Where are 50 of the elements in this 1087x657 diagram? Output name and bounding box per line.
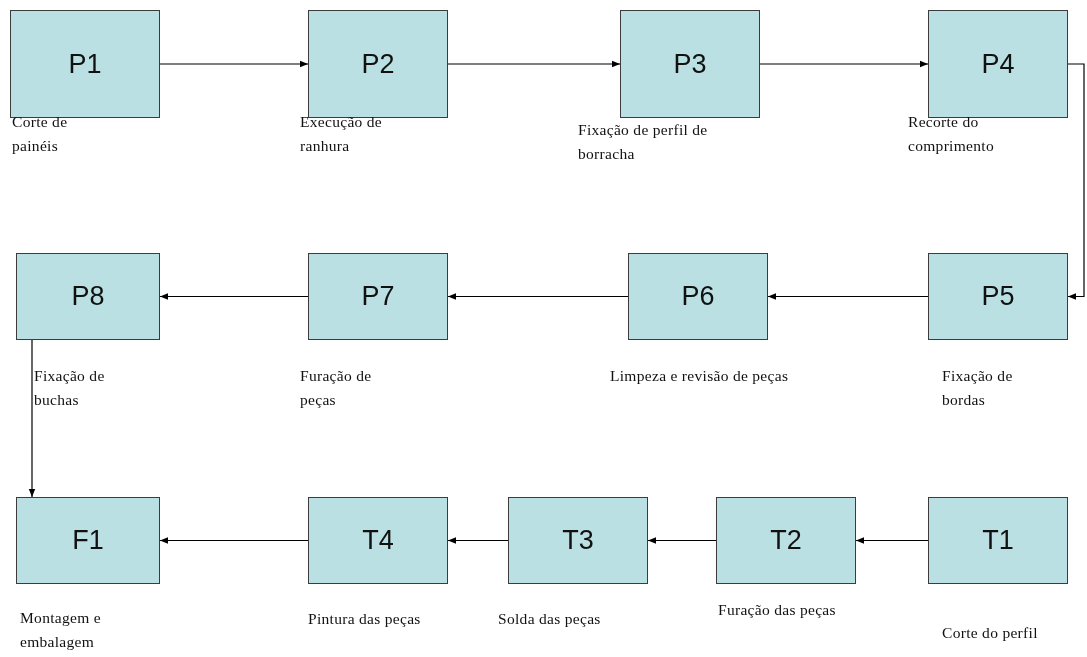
step-description: Furação das peças — [718, 600, 837, 620]
step-description: Furação de peças — [300, 366, 373, 410]
step-code: P4 — [981, 48, 1015, 80]
step-description: Corte do perfil — [942, 623, 1039, 643]
process-box — [620, 10, 760, 118]
arrow — [159, 293, 309, 300]
step-description: Montagem e embalagem — [20, 608, 102, 652]
step-code: T4 — [362, 525, 394, 556]
arrow — [759, 60, 929, 68]
step-description: Recorte do comprimento — [908, 112, 995, 156]
process-box — [16, 497, 160, 584]
step-code: T3 — [562, 525, 594, 556]
step-code: P8 — [71, 281, 105, 312]
process-box — [716, 497, 856, 584]
arrow — [647, 537, 717, 544]
step-code: P1 — [68, 48, 102, 80]
process-box — [10, 10, 160, 118]
step-code: P2 — [361, 48, 395, 80]
arrow — [447, 60, 621, 68]
step-description: Fixação de bordas — [942, 366, 1014, 410]
arrow — [447, 537, 509, 544]
process-box — [628, 253, 768, 340]
arrow — [767, 293, 929, 300]
step-code: F1 — [72, 525, 104, 556]
arrow — [28, 339, 36, 498]
step-description: Fixação de buchas — [34, 366, 106, 410]
process-box — [928, 10, 1068, 118]
process-box — [928, 253, 1068, 340]
arrow — [159, 537, 309, 544]
step-code: T2 — [770, 525, 802, 556]
step-description: Solda das peças — [498, 609, 602, 629]
step-code: T1 — [982, 525, 1014, 556]
process-box — [16, 253, 160, 340]
arrow — [159, 60, 309, 68]
process-box — [928, 497, 1068, 584]
process-box — [508, 497, 648, 584]
step-description: Fixação de perfil de borracha — [578, 120, 709, 164]
step-code: P3 — [673, 48, 707, 80]
step-code: P5 — [981, 281, 1015, 312]
step-code: P6 — [681, 281, 715, 312]
process-box — [308, 497, 448, 584]
arrow — [1067, 63, 1085, 300]
arrow — [447, 293, 629, 300]
step-description: Corte de painéis — [12, 112, 69, 156]
step-description: Limpeza e revisão de peças — [610, 366, 790, 386]
process-box — [308, 10, 448, 118]
step-code: P7 — [361, 281, 395, 312]
process-box — [308, 253, 448, 340]
arrow — [855, 537, 929, 544]
step-description: Execução de ranhura — [300, 112, 384, 156]
